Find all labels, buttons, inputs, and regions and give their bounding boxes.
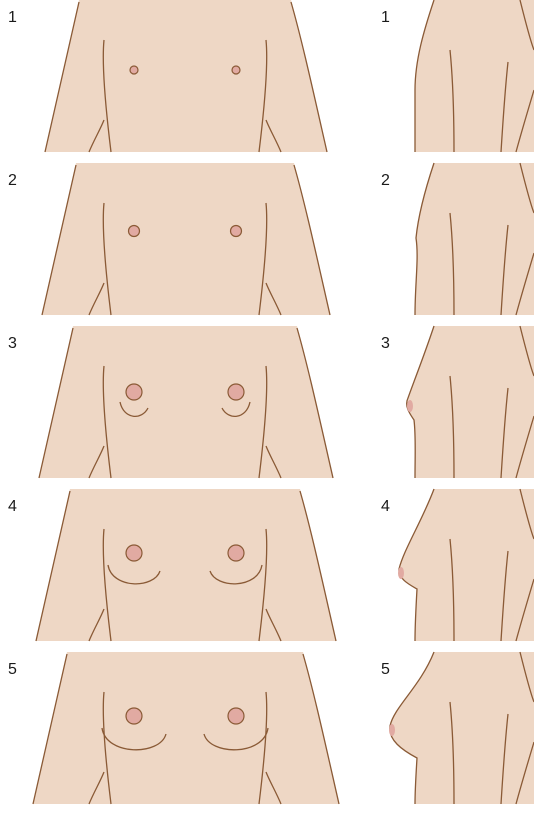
stage-2-group [42, 163, 534, 315]
front-torso-5 [33, 652, 339, 804]
side-nipple-3 [407, 400, 413, 412]
front-left-areola-3 [126, 384, 142, 400]
stage-5-group [33, 652, 534, 804]
front-torso-3 [39, 326, 333, 478]
front-left-areola-1 [130, 66, 138, 74]
side-nipple-5 [389, 724, 395, 736]
front-right-areola-4 [228, 545, 244, 561]
stage-3-group [39, 326, 534, 478]
front-left-areola-2 [129, 226, 140, 237]
side-nipple-4 [398, 567, 404, 579]
front-torso-2 [42, 163, 330, 315]
front-torso-4 [36, 489, 336, 641]
stage-1-group [45, 0, 534, 152]
stage-4-group [36, 489, 534, 641]
side-torso-4 [399, 489, 534, 641]
front-right-areola-5 [228, 708, 244, 724]
front-right-areola-2 [231, 226, 242, 237]
front-right-areola-1 [232, 66, 240, 74]
side-torso-1 [415, 0, 534, 152]
front-left-areola-5 [126, 708, 142, 724]
front-torso-1 [45, 0, 327, 152]
side-torso-2 [415, 163, 534, 315]
front-right-areola-3 [228, 384, 244, 400]
front-left-areola-4 [126, 545, 142, 561]
side-torso-5 [390, 652, 534, 804]
